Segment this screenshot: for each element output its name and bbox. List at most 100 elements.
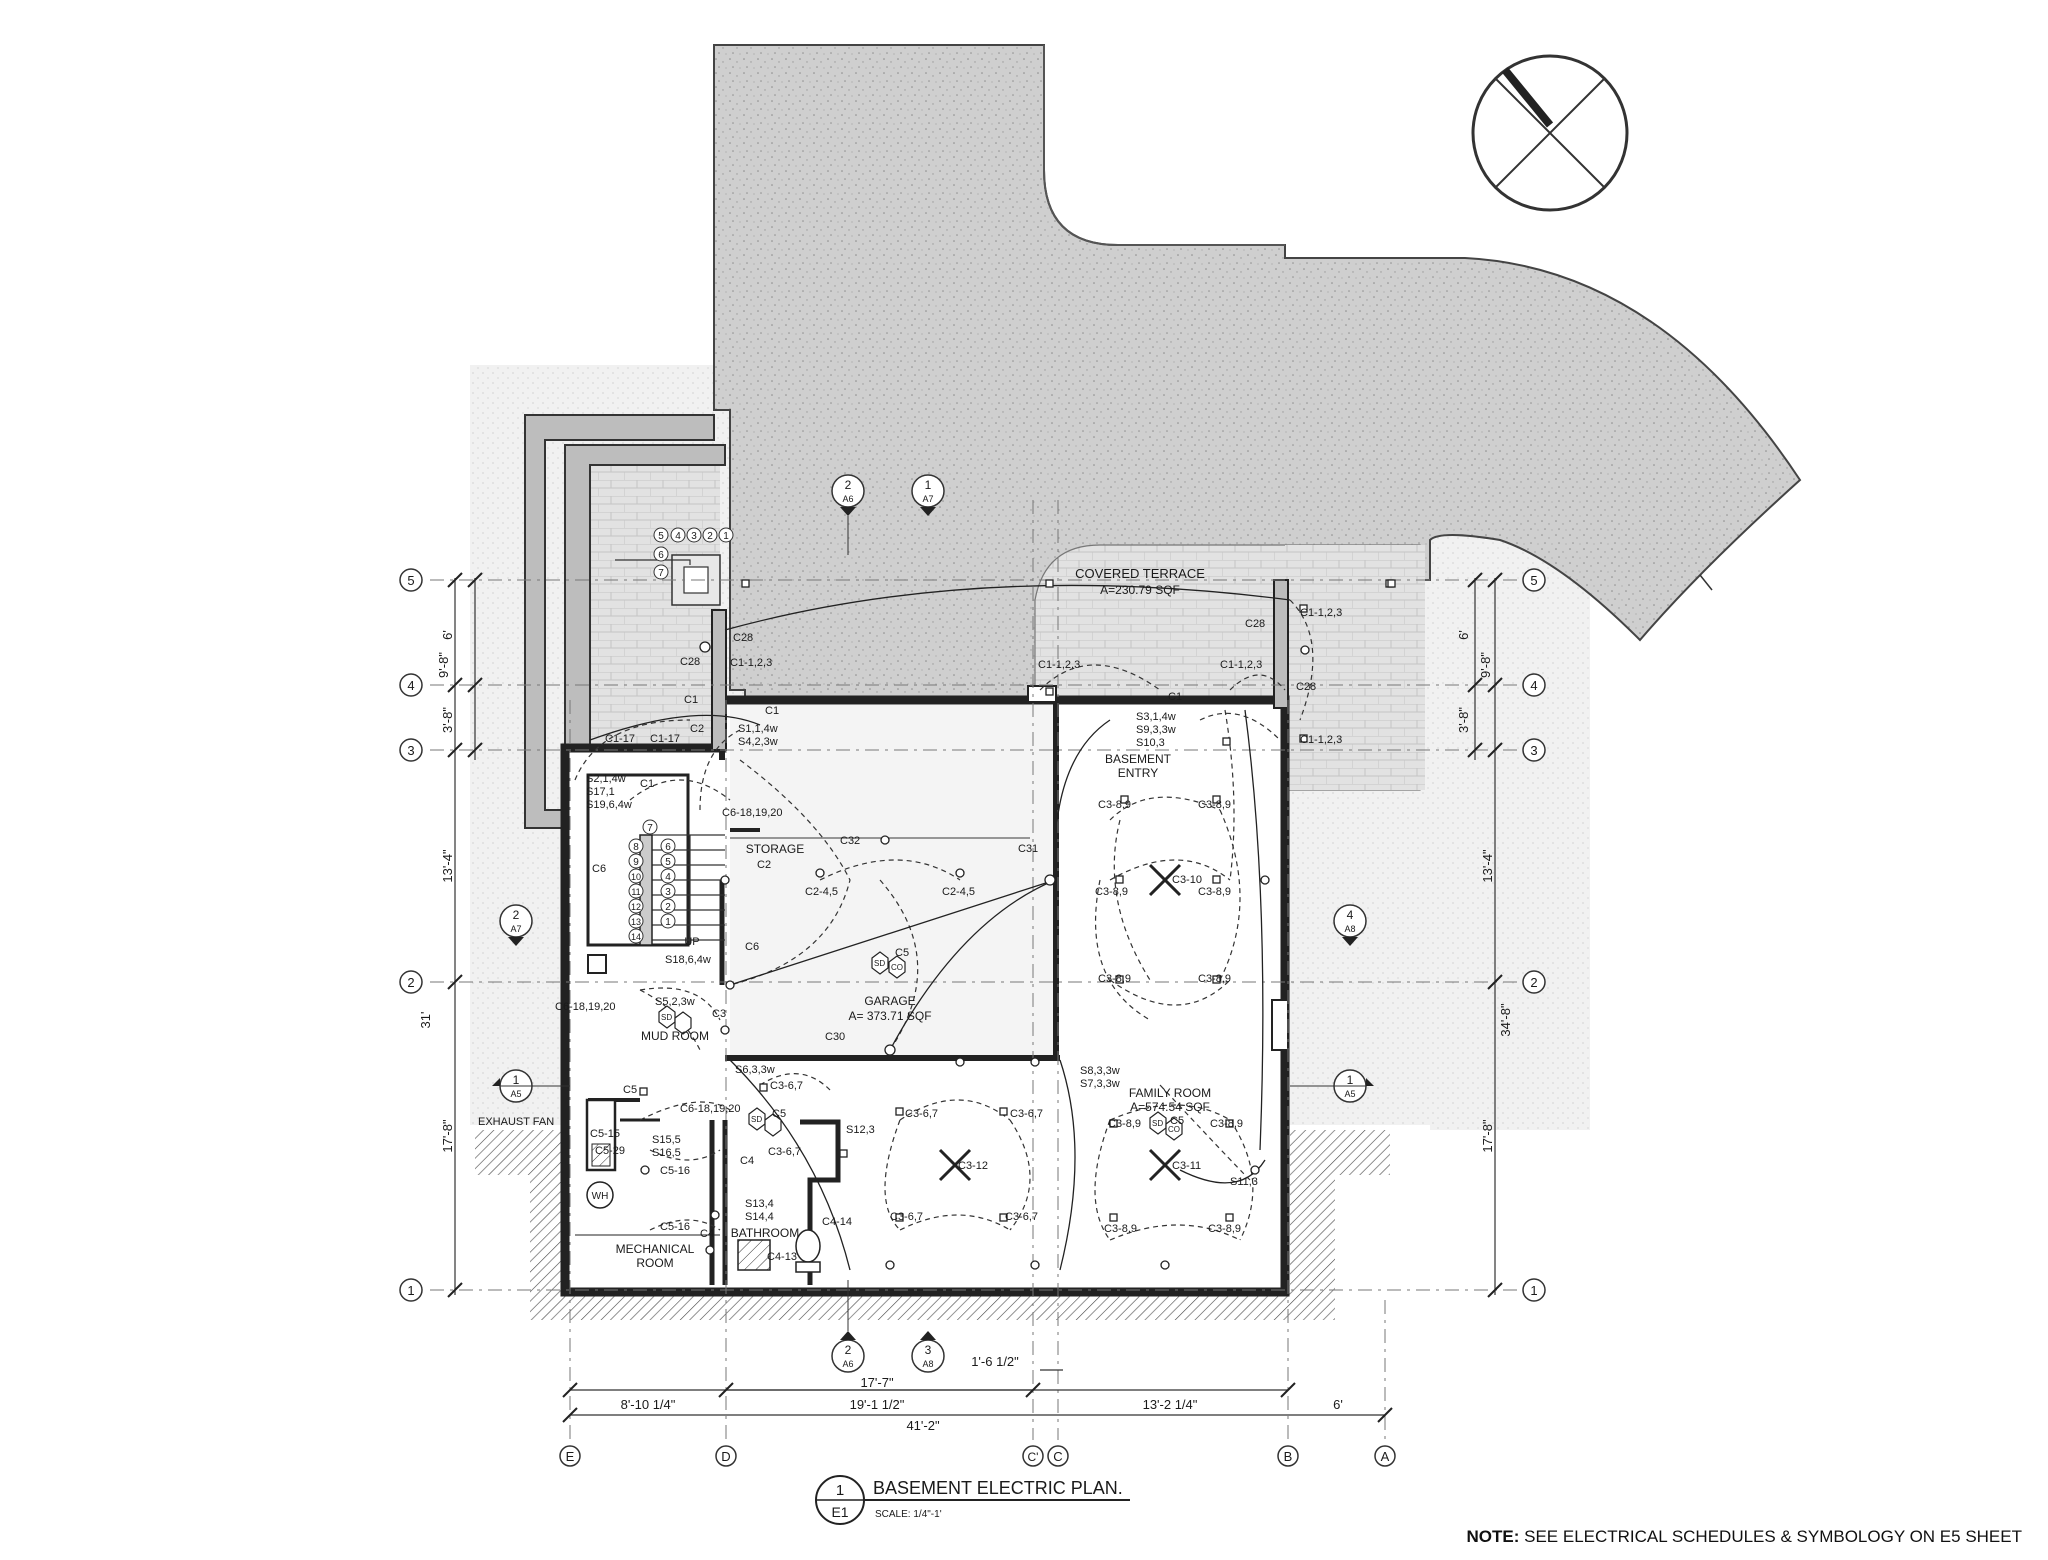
drawing-title: BASEMENT ELECTRIC PLAN. xyxy=(873,1478,1123,1498)
circuit-label: C3-8,9 xyxy=(1104,1223,1137,1235)
basement-entry-line2: ENTRY xyxy=(1118,766,1158,780)
exterior-stair-area xyxy=(575,455,720,760)
section-1-num: 2 xyxy=(845,478,852,492)
circuit-label: S10,3 xyxy=(1136,737,1165,749)
east-terrace-floor xyxy=(1285,545,1425,790)
dim-bottom-6: 6' xyxy=(1333,1397,1343,1412)
grid-lines xyxy=(430,500,1520,1440)
circuit-label: C1-1,2,3 xyxy=(1300,734,1342,746)
grid-row-1-left: 1 xyxy=(407,1283,414,1298)
recessed-light-markers xyxy=(639,579,1396,1222)
stair-o-4: 4 xyxy=(665,872,671,883)
earth-hatch-left xyxy=(475,1130,570,1285)
circuit-label: C6-18,19,20 xyxy=(722,807,783,819)
dim-bottom-8-10: 8'-10 1/4" xyxy=(621,1397,676,1412)
circuit-label: C4-13 xyxy=(767,1251,797,1263)
stair-i-7: 7 xyxy=(647,823,653,834)
section-2-num: 1 xyxy=(925,478,932,492)
circuit-label: C5-16 xyxy=(660,1165,690,1177)
dim-right-6: 6' xyxy=(1456,630,1471,640)
dim-left-17-8: 17'-8" xyxy=(440,1119,455,1153)
circuit-label: C1-17 xyxy=(605,733,635,745)
stair-u-7: 7 xyxy=(658,568,664,579)
garage-label: GARAGE xyxy=(864,994,915,1008)
dim-right-3-8: 3'-8" xyxy=(1456,707,1471,733)
circuit-label: S11,3 xyxy=(1230,1176,1258,1188)
dimension-ticks xyxy=(447,572,1503,1423)
grid-row-4-right: 4 xyxy=(1530,678,1537,693)
circuit-label: C1 xyxy=(1168,691,1182,703)
circuit-label: C3-8,9 xyxy=(1198,973,1231,985)
circuit-label: C2-4,5 xyxy=(805,886,838,898)
grid-row-5-left: 5 xyxy=(407,573,414,588)
circuit-label: S17,1 xyxy=(586,786,615,798)
dim-left-13-4: 13'-4" xyxy=(440,849,455,883)
grid-row-2-right: 2 xyxy=(1530,975,1537,990)
stair-u-2: 2 xyxy=(707,531,713,542)
circuit-label: S3,1,4w xyxy=(1136,711,1176,723)
schedule-note: NOTE: SEE ELECTRICAL SCHEDULES & SYMBOLO… xyxy=(1467,1527,2023,1547)
driveway-break-mark xyxy=(1699,574,1713,591)
water-heater-label: WH xyxy=(592,1191,609,1202)
grid-col-c-prime: C' xyxy=(1028,1450,1039,1464)
bath-vanity xyxy=(737,1239,771,1271)
mechanical-room-line1: MECHANICAL xyxy=(616,1242,695,1256)
circuit-label: C4-14 xyxy=(822,1216,852,1228)
driveway-edge-line xyxy=(1043,45,1285,246)
stair-number-circles xyxy=(628,527,734,944)
circuit-label: C3-10 xyxy=(1172,874,1202,886)
dim-right-34-8: 34'-8" xyxy=(1498,1003,1513,1037)
circuit-label: S7,3,3w xyxy=(1080,1078,1120,1090)
circuit-label: S13,4 xyxy=(745,1198,774,1210)
switch-wiring xyxy=(574,599,1314,1241)
retaining-wall-outer xyxy=(524,414,715,829)
circuit-label: C5 xyxy=(895,947,909,959)
east-yard-shading xyxy=(1430,540,1590,1130)
dim-bottom-13-2: 13'-2 1/4" xyxy=(1143,1397,1198,1412)
stair-i-11: 11 xyxy=(631,887,640,897)
circuit-label: C4 xyxy=(740,1155,754,1167)
circuit-label: C5-29 xyxy=(595,1145,625,1157)
ceiling-fan-symbols xyxy=(938,863,1182,1182)
circuit-label: C1-1,2,3 xyxy=(1038,659,1080,671)
circuit-label: C3-6,7 xyxy=(1010,1108,1043,1120)
circuit-label: SD xyxy=(751,1115,762,1124)
circuit-label: C3-8,9 xyxy=(1098,799,1131,811)
east-window xyxy=(1271,999,1289,1051)
circuit-label: SD xyxy=(874,959,885,968)
grid-col-b: B xyxy=(1284,1449,1293,1464)
circuit-label: S2,1,4w xyxy=(586,773,626,785)
dim-bottom-17-7: 17'-7" xyxy=(860,1375,894,1390)
circuit-label: C3-6,7 xyxy=(768,1146,801,1158)
exterior-stair-arrow xyxy=(615,559,691,565)
circuit-label: C3-6,7 xyxy=(770,1080,803,1092)
circuit-label: C6-18,19,20 xyxy=(680,1103,741,1115)
circuit-label: C5 xyxy=(623,1084,637,1096)
circuit-label: C3-12 xyxy=(958,1160,988,1172)
circuit-label: C3-6,7 xyxy=(1005,1211,1038,1223)
circuit-label: CO xyxy=(891,963,903,972)
dim-bottom-19-1: 19'-1 1/2" xyxy=(850,1397,905,1412)
section-7-num: 2 xyxy=(845,1343,852,1357)
covered-terrace-area: A=230.79 SQF xyxy=(1100,583,1180,597)
grid-col-e: E xyxy=(566,1449,575,1464)
circuit-label: CO xyxy=(1168,1125,1180,1134)
circuit-label: C3-11 xyxy=(1172,1160,1201,1172)
section-6-sheet: A5 xyxy=(1344,1089,1355,1099)
circuit-label: S19,6,4w xyxy=(586,799,632,811)
stair-o-3: 3 xyxy=(665,887,671,898)
circuit-label: C3 xyxy=(712,1008,726,1020)
circuit-label: C1-1,2,3 xyxy=(730,657,772,669)
garage-area xyxy=(730,705,1055,1055)
circuit-label: S16,5 xyxy=(652,1147,681,1159)
circuit-label: C2 xyxy=(690,723,704,735)
stair-i-8: 8 xyxy=(633,842,639,853)
section-8-num: 3 xyxy=(925,1343,932,1357)
circuit-label: C1 xyxy=(684,694,698,706)
circuit-label: S15,5 xyxy=(652,1134,681,1146)
circuit-label: S14,4 xyxy=(745,1211,774,1223)
section-4-num: 4 xyxy=(1347,908,1354,922)
exhaust-fan-grille xyxy=(591,1143,611,1167)
covered-terrace-label: COVERED TERRACE xyxy=(1075,566,1205,581)
circuit-label: C3-8,9 xyxy=(1095,886,1128,898)
